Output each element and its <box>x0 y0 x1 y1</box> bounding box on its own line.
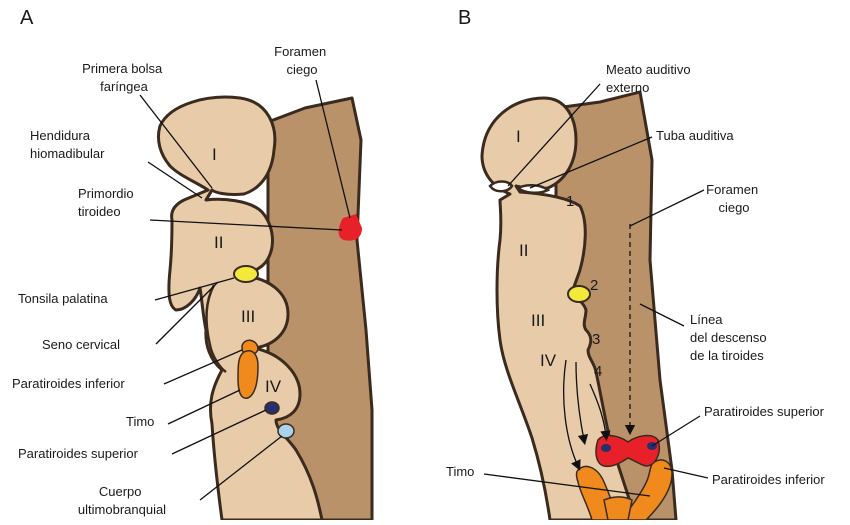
panel-b-superior-parathyroid-left <box>601 444 611 452</box>
panel-b-arch-i: I <box>516 127 521 146</box>
leader-a-tonsila <box>154 277 235 301</box>
panel-b-arch-iv: IV <box>540 351 557 370</box>
label-a-primera-bolsa: Primera bolsa faríngea <box>82 61 166 94</box>
panel-a-fold-1 <box>204 189 214 201</box>
panel-b-arch-tissue <box>480 96 638 522</box>
panel-b-arch-ii: II <box>519 241 528 260</box>
panel-a-cervical-sinus <box>205 284 227 374</box>
thymus-migration-arrow-1 <box>562 359 581 471</box>
leader-b-meato <box>507 83 601 187</box>
leader-a-cuerpo <box>199 435 283 501</box>
label-a-foramen-ciego: Foramen ciego <box>274 44 330 77</box>
leader-b-tuba <box>529 136 653 189</box>
leader-a-timo <box>167 389 241 425</box>
panel-a-ultimobranchial-body <box>277 423 295 439</box>
panel-a-arch-ii: II <box>214 233 223 252</box>
label-b-paratiroides-inferior: Paratiroides inferior <box>712 472 825 487</box>
panel-b: B I II III IV 1 2 3 4 <box>446 7 825 522</box>
panel-a-arch-iv: IV <box>265 377 282 396</box>
panel-b-thymus-stem <box>603 496 633 521</box>
leader-b-par-inf <box>663 467 709 479</box>
label-b-tuba-auditiva: Tuba auditiva <box>656 128 734 143</box>
leader-b-linea <box>639 303 685 327</box>
panel-a-superior-parathyroid <box>264 401 280 415</box>
panel-b-letter: B <box>458 7 471 29</box>
panel-b-pouch-4: 4 <box>594 363 602 380</box>
panel-a-arch-i: I <box>212 145 217 164</box>
leader-b-foramen <box>629 189 705 227</box>
panel-a-letter: A <box>20 7 34 29</box>
panel-a-arch-iii: III <box>241 307 255 326</box>
label-a-tonsila-palatina: Tonsila palatina <box>18 291 108 306</box>
label-a-timo: Timo <box>126 414 154 429</box>
parathyroid-migration-arrow <box>589 383 611 442</box>
label-b-meato-auditivo: Meato auditivo externo <box>606 62 694 95</box>
panel-a-thyroid-primordium <box>338 214 362 241</box>
panel-b-palatine-tonsil <box>567 285 591 303</box>
panel-b-thyroid <box>595 434 660 468</box>
panel-b-tube-opening <box>515 184 551 194</box>
panel-b-pouch-3: 3 <box>592 331 600 348</box>
leader-a-par-inf <box>163 349 243 385</box>
thymus-migration-arrow-2 <box>575 361 589 446</box>
label-a-seno-cervical: Seno cervical <box>42 337 120 352</box>
label-b-foramen-ciego: Foramen ciego <box>706 182 762 215</box>
label-b-linea-descenso: Línea del descenso de la tiroides <box>690 312 770 363</box>
panel-b-pouch-1: 1 <box>566 193 574 210</box>
panel-b-arch-iii: III <box>531 311 545 330</box>
leader-a-foramen <box>315 79 351 219</box>
label-a-paratiroides-superior: Paratiroides superior <box>18 446 139 461</box>
leader-a-primera-bolsa <box>139 94 213 189</box>
panel-a-thymus <box>237 350 259 399</box>
panel-a: A I II III IV Foramen cie <box>12 7 374 522</box>
label-a-cuerpo-ultimobranquial: Cuerpo ultimobranquial <box>78 484 166 517</box>
panel-b-pouch-2: 2 <box>590 277 598 294</box>
leader-a-seno <box>155 281 219 345</box>
label-b-timo: Timo <box>446 464 474 479</box>
label-a-paratiroides-inferior: Paratiroides inferior <box>12 376 125 391</box>
leader-a-primordio <box>149 219 343 231</box>
label-a-primordio: Primordio tiroideo <box>78 186 137 219</box>
leader-b-timo <box>483 473 651 497</box>
label-b-paratiroides-superior: Paratiroides superior <box>704 404 825 419</box>
panel-b-meatus-opening <box>488 180 514 193</box>
leader-a-hendidura <box>147 161 203 199</box>
label-a-hendidura: Hendidura hiomadibular <box>30 128 105 161</box>
leader-b-par-sup <box>651 415 701 447</box>
panel-a-palatine-tonsil <box>233 265 259 283</box>
leader-a-par-sup <box>171 409 267 455</box>
